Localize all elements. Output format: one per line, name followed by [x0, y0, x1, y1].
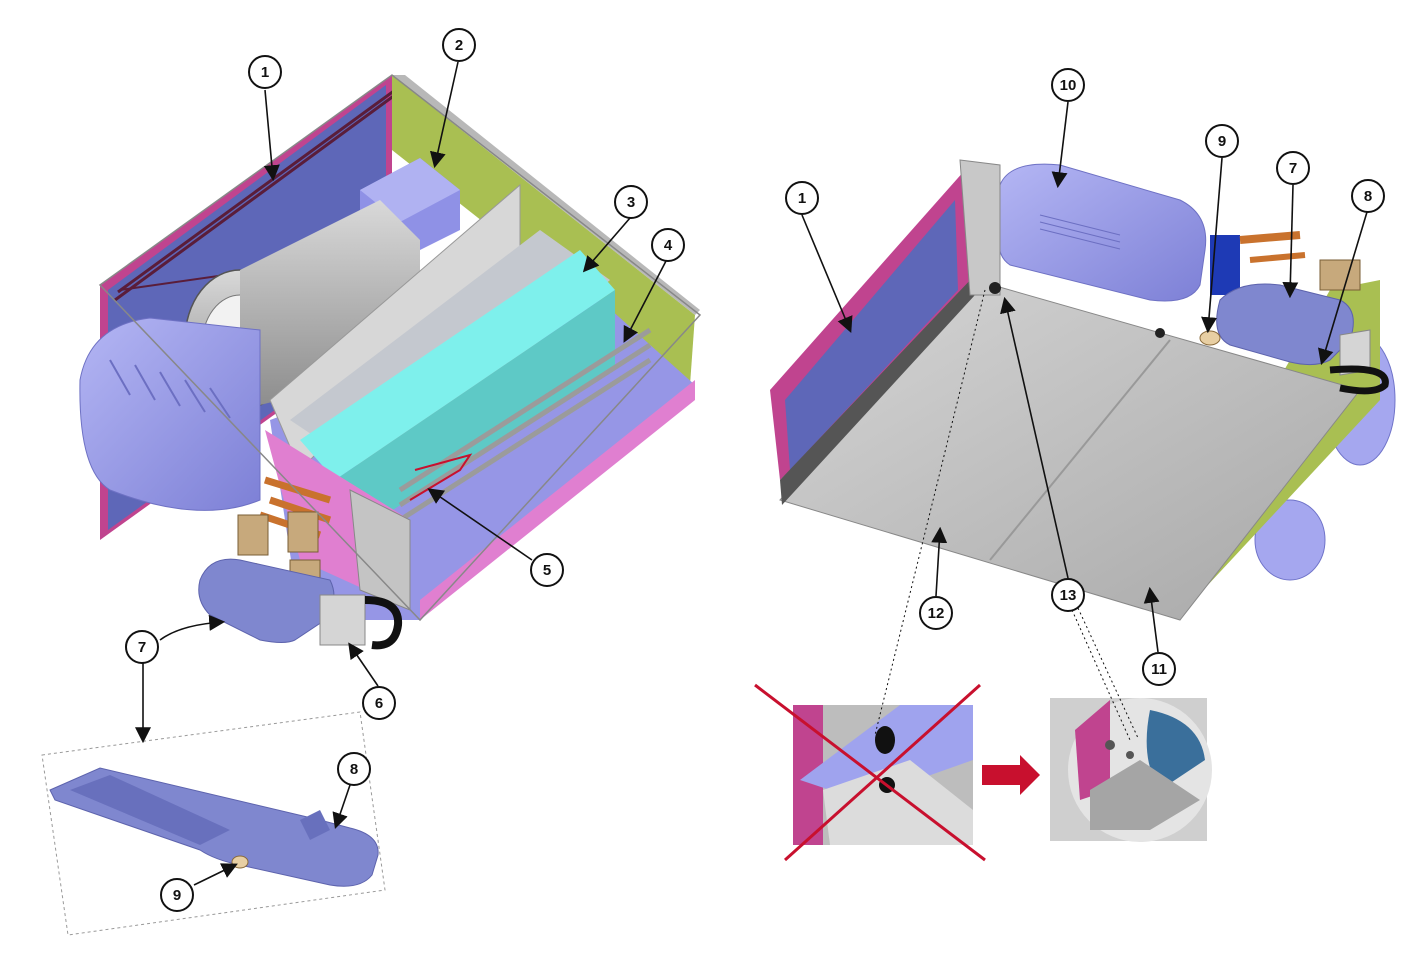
callout-11: 11 — [1142, 652, 1176, 686]
callout-12: 12 — [919, 596, 953, 630]
drain-tray-detail — [41, 711, 386, 936]
callout-7-left: 7 — [125, 630, 159, 664]
inset-wrong — [754, 683, 986, 862]
callout-13: 13 — [1051, 578, 1085, 612]
callout-6: 6 — [362, 686, 396, 720]
right-unit — [770, 159, 1396, 621]
callout-3: 3 — [614, 185, 648, 219]
callout-8-left: 8 — [337, 752, 371, 786]
callout-9-right: 9 — [1205, 124, 1239, 158]
callout-2: 2 — [442, 28, 476, 62]
red-arrow — [982, 755, 1040, 795]
left-unit — [79, 74, 702, 650]
inset-correct — [1050, 698, 1212, 842]
callout-1-right: 1 — [785, 181, 819, 215]
callout-5: 5 — [530, 553, 564, 587]
callout-10: 10 — [1051, 68, 1085, 102]
callout-4: 4 — [651, 228, 685, 262]
callout-7-right: 7 — [1276, 151, 1310, 185]
callout-8-right: 8 — [1351, 179, 1385, 213]
leader-lines — [135, 61, 1368, 886]
callout-1-left: 1 — [248, 55, 282, 89]
dotted-leaders — [874, 289, 1139, 741]
callout-9-left: 9 — [160, 878, 194, 912]
